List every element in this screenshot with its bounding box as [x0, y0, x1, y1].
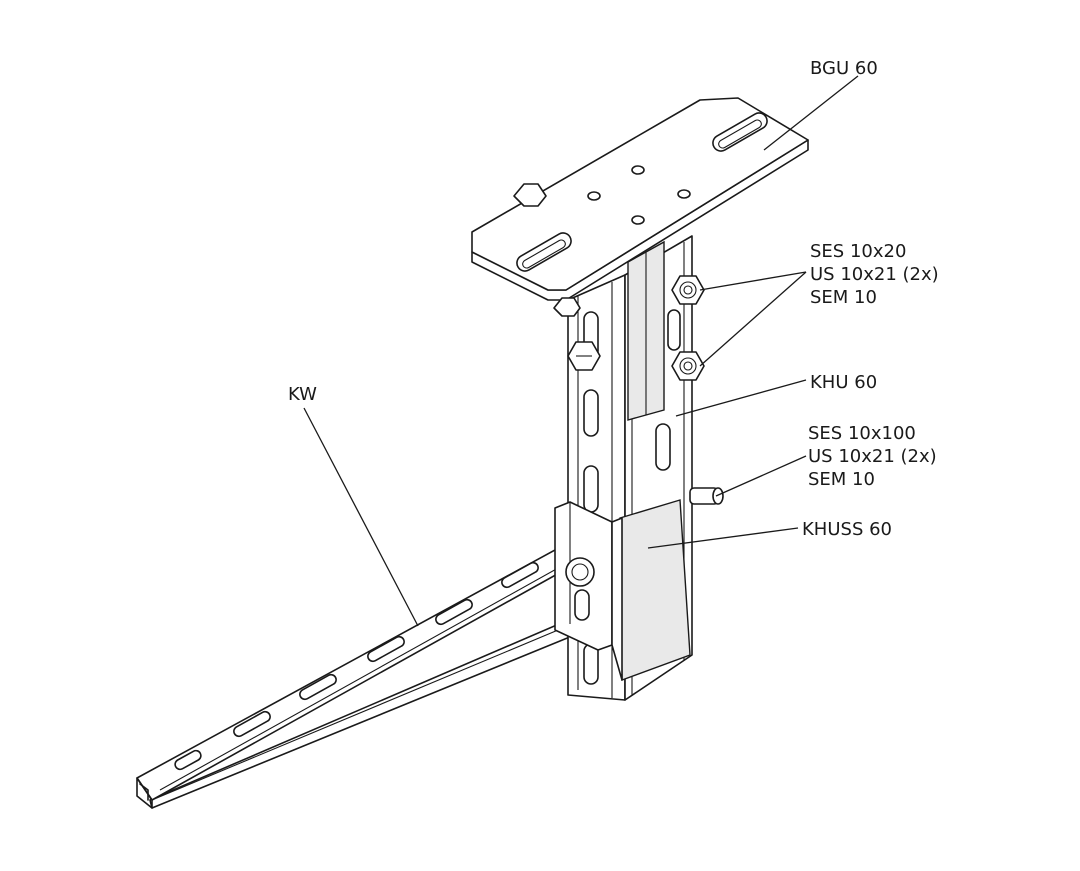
- label-ses-10x100: SES 10x100: [808, 423, 916, 444]
- leader-ses-top-2: [699, 271, 807, 367]
- side-bolt-ses-10x100: [689, 487, 724, 505]
- label-khu-60: KHU 60: [810, 372, 877, 393]
- labels: BGU 60 SES 10x20 US 10x21 (2x) SEM 10 KH…: [288, 58, 939, 540]
- nut-channel-upper: [671, 275, 705, 305]
- bolt-head-channel-left: [567, 341, 601, 371]
- leader-ses-mid: [715, 455, 807, 497]
- label-bgu-60: BGU 60: [810, 58, 878, 79]
- label-sem-10-mid: SEM 10: [808, 469, 875, 490]
- nut-behind-plate: [513, 183, 547, 207]
- leader-lines: [303, 75, 859, 627]
- label-khuss-60: KHUSS 60: [802, 519, 892, 540]
- base-plate-bgu: [471, 97, 809, 301]
- leader-khu: [675, 379, 807, 417]
- leader-khuss: [647, 527, 799, 549]
- leader-bgu: [763, 75, 859, 151]
- nut-channel-lower: [671, 351, 705, 381]
- leader-kw: [303, 407, 419, 627]
- leader-ses-top-1: [699, 271, 807, 291]
- nut-under-plate: [553, 297, 581, 317]
- label-sem-10-top: SEM 10: [810, 287, 877, 308]
- label-kw: KW: [288, 384, 317, 405]
- shoe-bolt-head: [565, 557, 595, 587]
- label-us-10x21-top: US 10x21 (2x): [810, 264, 939, 285]
- cantilever-arm-kw: [136, 531, 605, 809]
- label-us-10x21-mid: US 10x21 (2x): [808, 446, 937, 467]
- hex-nuts: [513, 183, 705, 381]
- label-ses-10x20: SES 10x20: [810, 241, 906, 262]
- arm-slots: [174, 561, 539, 771]
- channel-slots: [583, 309, 681, 685]
